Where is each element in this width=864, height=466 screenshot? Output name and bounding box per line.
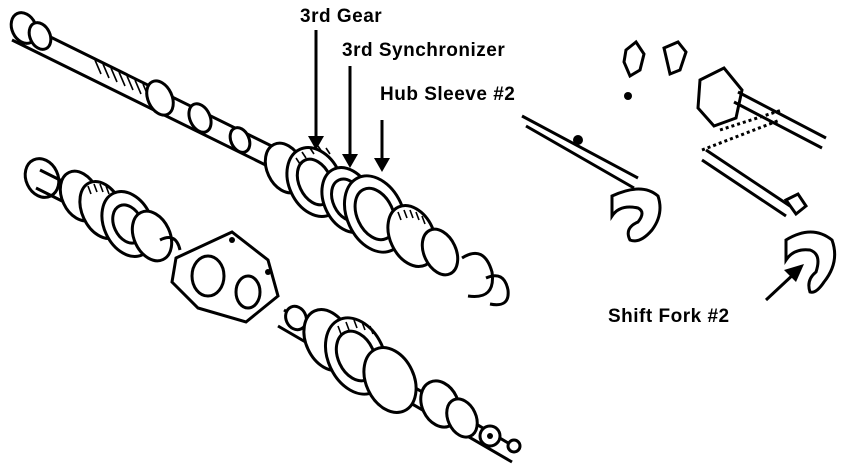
- upper-shaft-splines: [94, 59, 252, 154]
- hub-sleeve-label: Hub Sleeve #2: [380, 84, 515, 105]
- callout-arrows: [308, 30, 390, 172]
- third-gear-label: 3rd Gear: [300, 6, 382, 27]
- third-synchronizer-label: 3rd Synchronizer: [342, 40, 505, 61]
- hub-sleeve-arrow: [374, 120, 390, 172]
- lower-shaft-assembly: [23, 157, 522, 464]
- hub-sleeve-part: [343, 174, 460, 277]
- shift-fork-assembly: [521, 39, 837, 302]
- intermediate-plate: [170, 230, 280, 324]
- third-gear-arrow: [308, 30, 324, 150]
- shift-fork-label: Shift Fork #2: [608, 306, 730, 327]
- upper-shaft-assembly: [9, 11, 510, 307]
- third-synchronizer-arrow: [342, 66, 358, 168]
